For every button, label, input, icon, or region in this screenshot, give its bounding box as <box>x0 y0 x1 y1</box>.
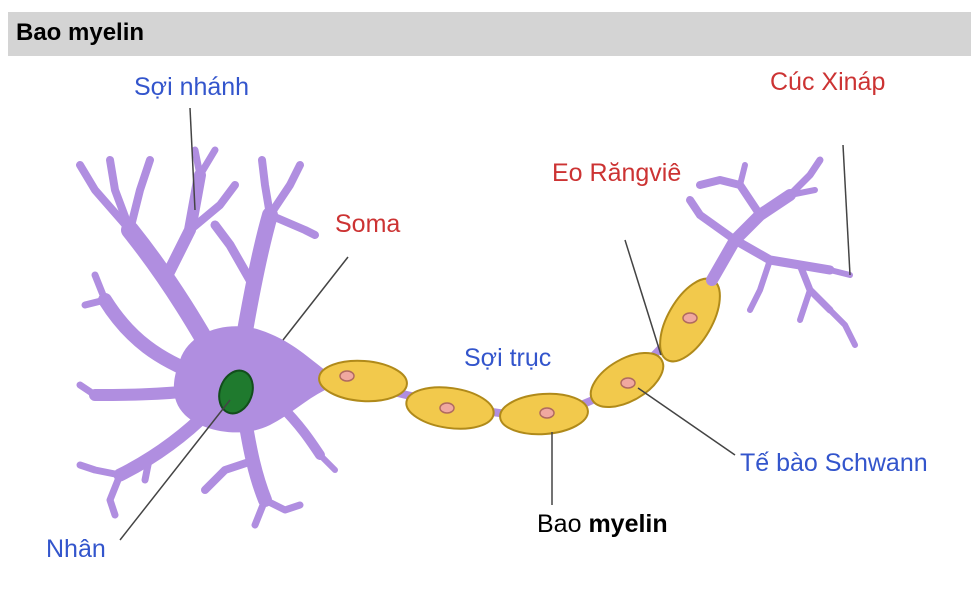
label-dendrite: Sợi nhánh <box>134 73 249 101</box>
figure-title: Bao myelin <box>16 19 145 46</box>
label-synapse: Cúc Xináp <box>770 68 885 96</box>
leader-schwann <box>637 387 736 456</box>
label-myelin-prefix: Bao <box>537 510 588 538</box>
label-myelin: Bao myelin <box>537 510 668 538</box>
dendrites <box>76 146 338 529</box>
leader-synapse <box>842 144 851 276</box>
label-node: Eo Răngviê <box>552 159 681 187</box>
axon-terminals <box>686 156 858 348</box>
leader-nucleus <box>119 399 231 541</box>
label-myelin-bold: myelin <box>588 510 667 538</box>
figure-header: Bao myelin <box>8 12 971 56</box>
myelin-segment <box>318 359 408 403</box>
label-nucleus: Nhân <box>46 535 106 563</box>
leader-lines <box>119 107 851 541</box>
leader-dendrite <box>189 107 196 211</box>
label-axon: Sợi trục <box>464 344 551 372</box>
leader-node <box>624 239 662 356</box>
leader-soma <box>282 256 349 341</box>
label-schwann: Tế bào Schwann <box>740 449 928 477</box>
label-soma: Soma <box>335 210 400 238</box>
schwann-nuclei <box>339 312 698 419</box>
